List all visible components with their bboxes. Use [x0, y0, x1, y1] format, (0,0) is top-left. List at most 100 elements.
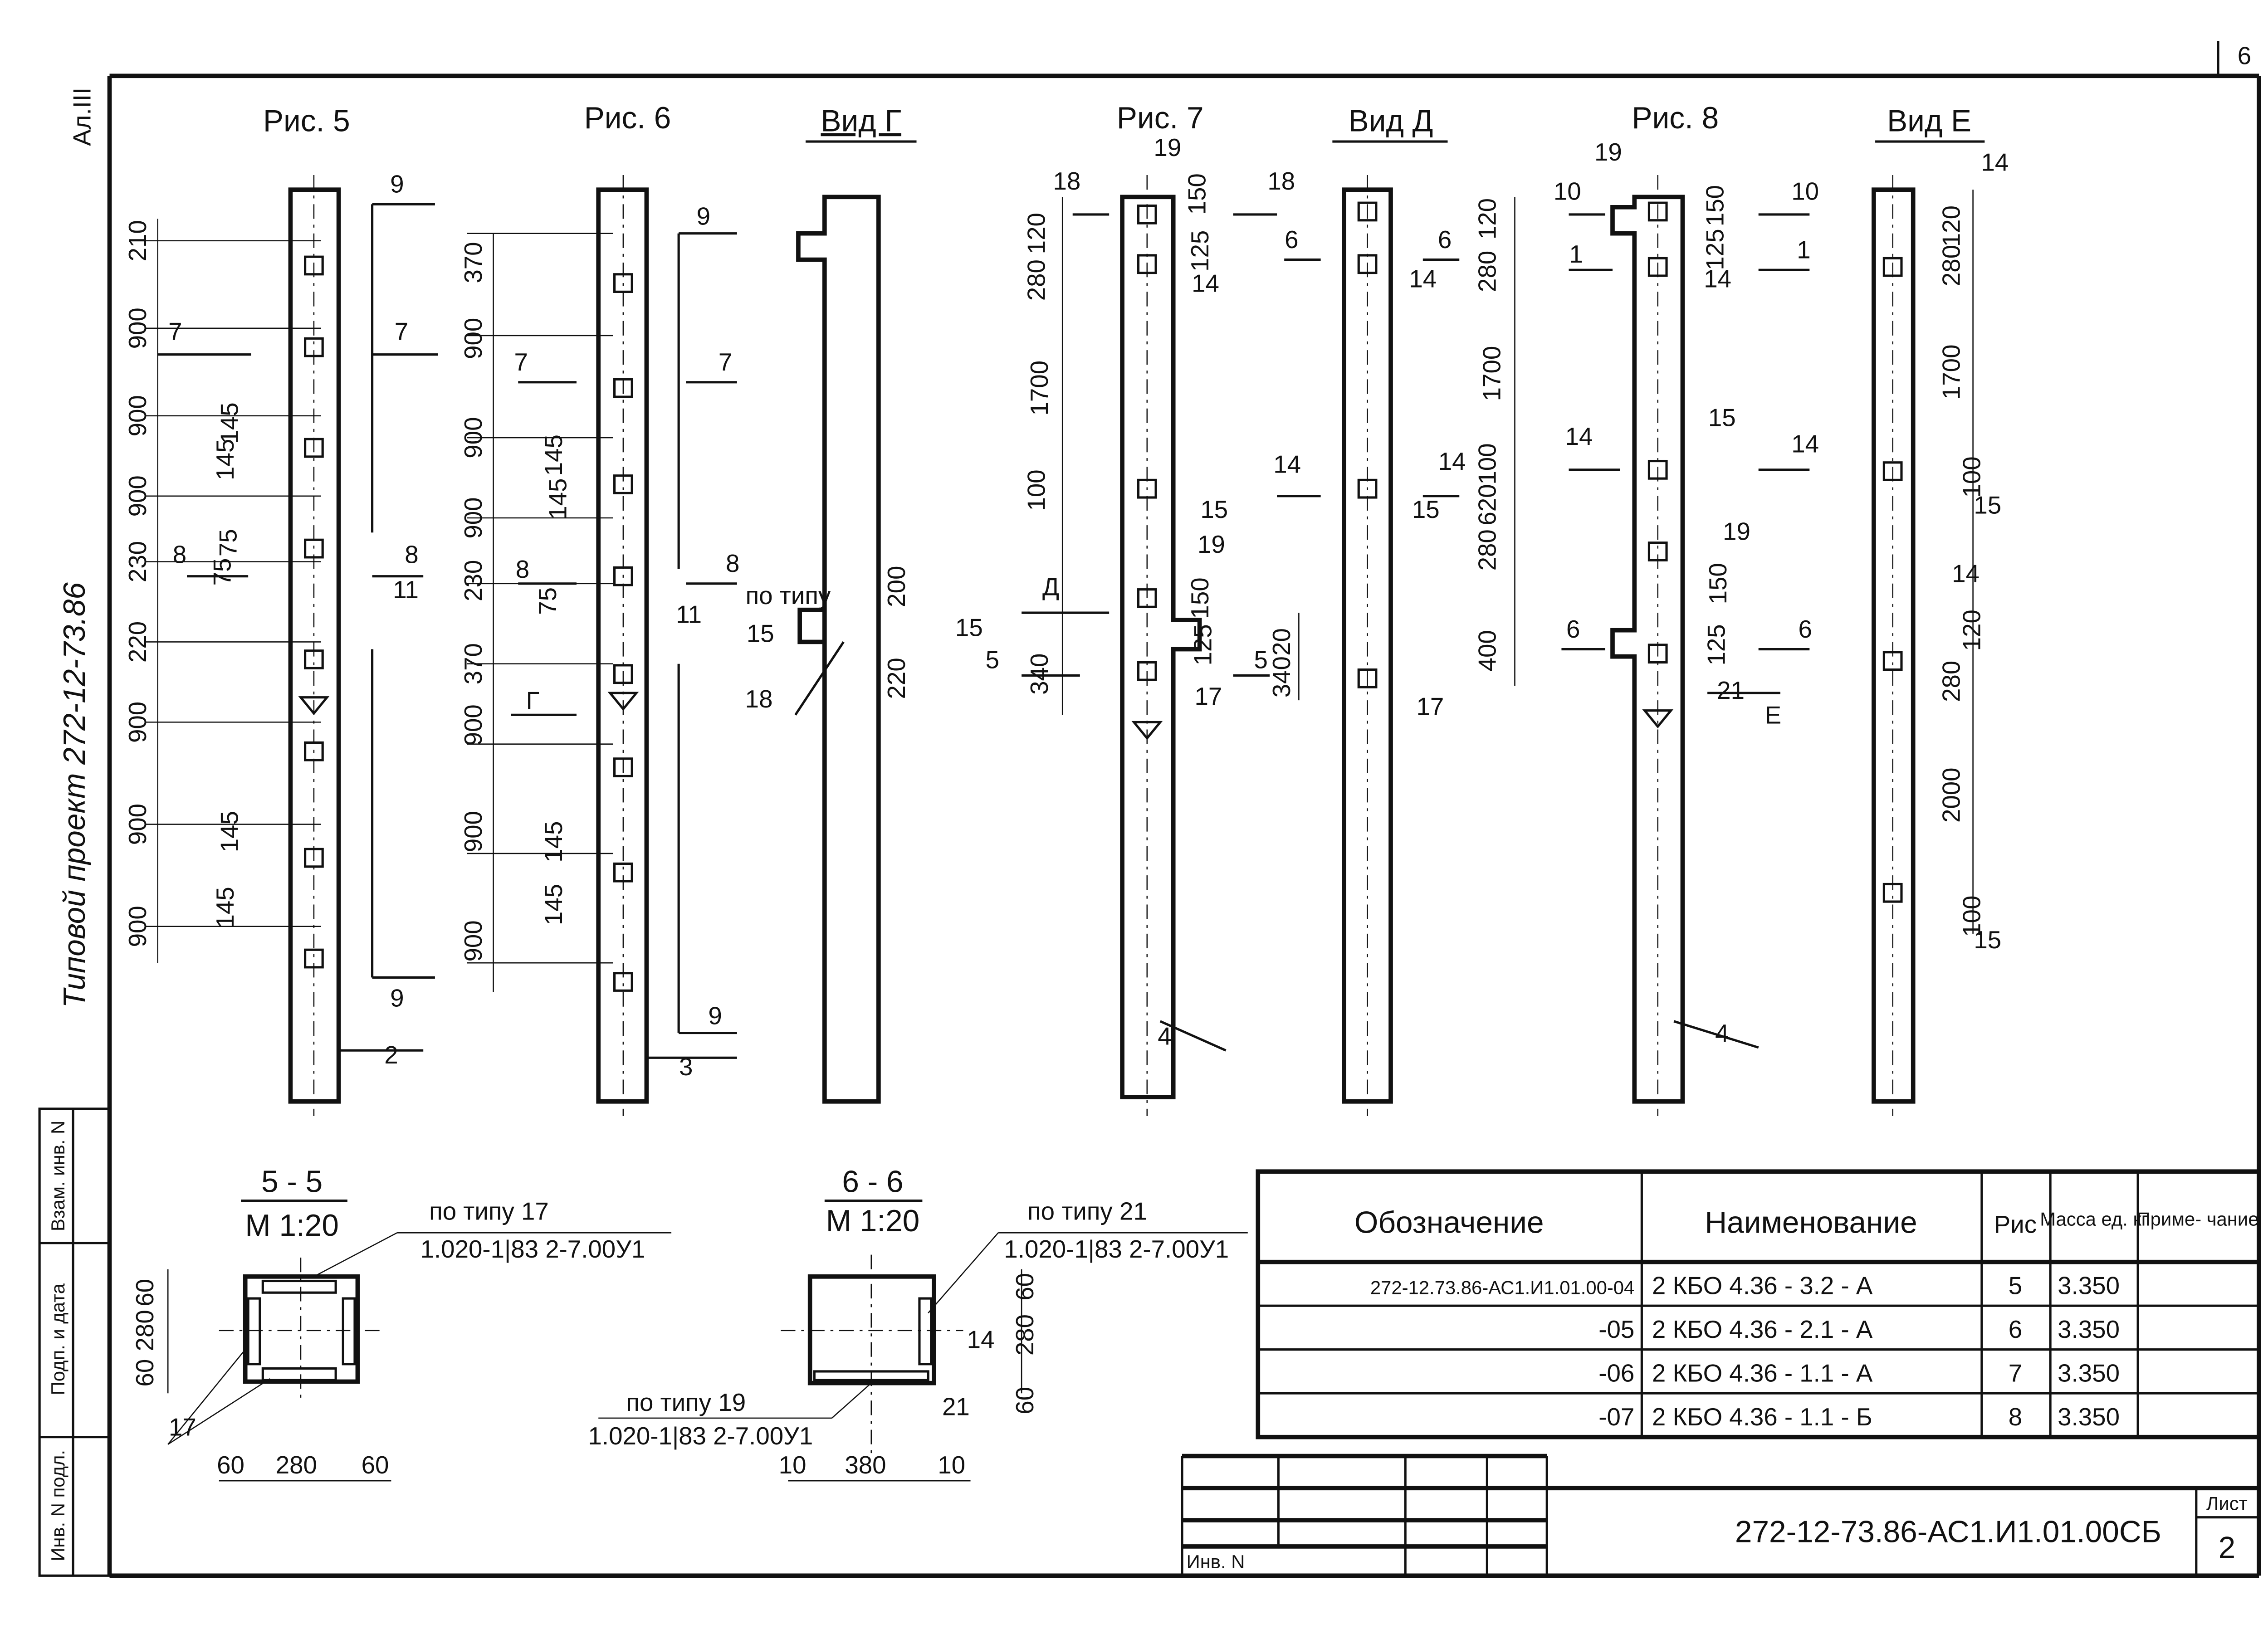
fig5-annotation: 7 [395, 317, 408, 346]
embedded-part-mark [1357, 201, 1378, 222]
column-fig5 [288, 187, 341, 1104]
inventory-label: Инв. N [1187, 1551, 1245, 1572]
fig7-annotation: 125 [1186, 230, 1214, 272]
fig8-annotation: 125 [1702, 624, 1730, 665]
fig8-annotation: 6 [1798, 615, 1812, 643]
fig5-annotation: 9 [390, 984, 404, 1012]
fig8-annotation: 1 [1797, 235, 1810, 263]
sec55-annotation: 280 [131, 1310, 159, 1351]
sec66-annotation: 21 [942, 1392, 970, 1420]
fig7-annotation: Д [1042, 573, 1059, 601]
row-name: 2 КБО 4.36 - 1.1 - Б [1652, 1403, 1872, 1431]
figD-annotation: 340 [1267, 656, 1295, 697]
fig8-annotation: 120 [1473, 198, 1501, 239]
column-view-g-notch [797, 607, 825, 644]
sec55-annotation: 280 [276, 1451, 317, 1479]
fig5-annotation: 2 [384, 1041, 398, 1069]
fig5-annotation: 900 [123, 475, 152, 517]
fig6-annotation: 230 [459, 560, 487, 601]
figE-annotation: 14 [1952, 560, 1980, 588]
table-header-designation: Обозначение [1354, 1205, 1544, 1239]
row-mass: 3.350 [2058, 1271, 2120, 1299]
fig5-annotation: 230 [123, 541, 152, 582]
figE-annotation: 120 [1937, 205, 1965, 247]
sheet-label: Лист [2206, 1493, 2248, 1514]
sec55-annotation: М 1:20 [245, 1209, 339, 1243]
figG-annotation: 15 [747, 619, 774, 647]
sec55-annotation: 5 - 5 [261, 1165, 323, 1199]
view-d-title: Вид Д [1349, 104, 1433, 138]
sec66-annotation: 1.020-1|83 2-7.00У1 [1004, 1235, 1229, 1263]
row-designation: -06 [1598, 1359, 1634, 1387]
sec66-annotation: 10 [938, 1451, 965, 1479]
figD-annotation: 20 [1267, 628, 1295, 656]
fig7-annotation: 18 [1053, 167, 1080, 195]
embedded-part-mark [304, 255, 324, 276]
fig8-annotation: 19 [1594, 138, 1622, 166]
fig6-annotation: 7 [514, 348, 528, 376]
sec66-annotation: 60 [1011, 1273, 1039, 1301]
column-view-e [1872, 187, 1916, 1104]
fig8-annotation: 150 [1704, 563, 1732, 604]
fig6-annotation: 900 [459, 417, 487, 458]
figE-annotation: 1700 [1937, 345, 1965, 400]
row-designation: -05 [1598, 1315, 1634, 1343]
embedded-part-mark [613, 862, 633, 883]
column-fig6 [596, 187, 649, 1104]
fig6-annotation: 900 [459, 318, 487, 359]
sec55-annotation: 60 [217, 1451, 244, 1479]
fig6-annotation: 9 [697, 202, 710, 230]
mounting-mark-icon [1131, 721, 1163, 740]
embedded-part-mark [304, 438, 324, 458]
title-block [1181, 1454, 2259, 1576]
fig8-annotation: 4 [1715, 1019, 1729, 1047]
row-designation: -07 [1598, 1403, 1634, 1431]
fig8-annotation: 400 [1473, 630, 1501, 671]
figD-annotation: 17 [1416, 692, 1444, 720]
row-figure: 5 [2009, 1271, 2022, 1299]
embedded-part-mark [304, 538, 324, 559]
fig7-annotation: 19 [1154, 133, 1181, 161]
fig7-annotation: 1700 [1025, 361, 1053, 416]
fig5-annotation: 145 [215, 402, 244, 444]
fig5-annotation: 900 [123, 906, 152, 947]
fig8-annotation: 620 [1473, 484, 1501, 525]
stamp-replace-inv: Взам. инв. N [47, 1121, 68, 1231]
fig5-annotation: 8 [405, 541, 418, 569]
sheet-frame [107, 41, 2261, 1578]
column-view-g [796, 195, 881, 1104]
document-code: 272-12-73.86-АС1.И1.01.00СБ [1735, 1515, 2161, 1549]
row-designation: 272-12.73.86-АС1.И1.01.00-04 [1370, 1277, 1634, 1298]
fig7-annotation: 100 [1022, 469, 1051, 511]
top-sheet-number: 6 [2238, 42, 2251, 70]
fig6-annotation: Г [526, 686, 540, 714]
figE-annotation: 15 [1974, 926, 2001, 954]
fig5-annotation: 7 [168, 317, 182, 346]
fig5-annotation: 8 [173, 541, 186, 569]
figD-annotation: 14 [1273, 450, 1301, 478]
embedded-part-mark [613, 972, 633, 992]
fig6-annotation: 900 [459, 704, 487, 746]
view-e-title: Вид Е [1887, 104, 1971, 138]
figD-annotation: 6 [1285, 225, 1298, 254]
row-mass: 3.350 [2058, 1403, 2120, 1431]
columns [288, 175, 1916, 1116]
embedded-part-mark [613, 566, 633, 586]
row-figure: 8 [2009, 1403, 2022, 1431]
embedded-part-mark [1137, 588, 1157, 608]
fig6-annotation: 3 [679, 1053, 693, 1081]
sec66-annotation: 380 [845, 1451, 886, 1479]
embedded-part-mark [1882, 461, 1903, 481]
fig8-annotation: 15 [1708, 403, 1736, 431]
section-leader-line [1673, 1020, 1759, 1049]
row-figure: 6 [2009, 1315, 2022, 1343]
figG-annotation: 18 [745, 685, 773, 713]
figE-annotation: 120 [1958, 610, 1986, 651]
fig8-annotation: 150 [1701, 185, 1729, 226]
left-stamp [38, 1107, 111, 1577]
figE-annotation: 100 [1958, 896, 1986, 937]
embedded-part-mark [613, 474, 633, 494]
